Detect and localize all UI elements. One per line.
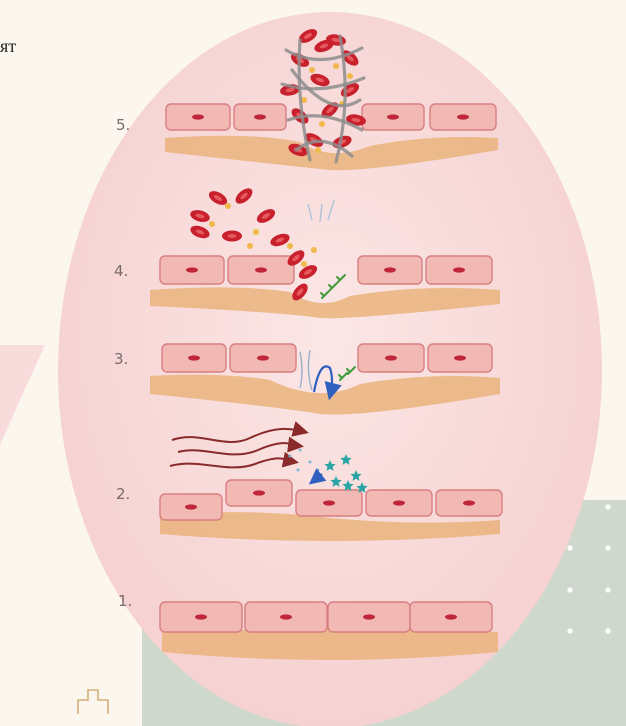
signal-dot <box>317 469 320 472</box>
platelet <box>309 67 315 73</box>
cell-nucleus <box>457 114 469 119</box>
platelet <box>311 247 317 253</box>
platelet <box>247 243 253 249</box>
platelet <box>287 243 293 249</box>
signal-dot <box>309 461 312 464</box>
left-pink-shape <box>0 345 45 445</box>
cell-nucleus <box>186 267 198 272</box>
platelet <box>301 261 307 267</box>
cell-nucleus <box>393 500 405 505</box>
signal-dot <box>289 455 292 458</box>
platelet <box>209 221 215 227</box>
cell-nucleus <box>280 614 292 619</box>
platelet <box>333 63 339 69</box>
platelet <box>315 147 321 153</box>
cell-nucleus <box>192 114 204 119</box>
signal-dot <box>297 469 300 472</box>
platelet <box>225 203 231 209</box>
cross-outline-icon <box>78 690 108 714</box>
cell-nucleus <box>255 267 267 272</box>
signal-dot <box>299 449 302 452</box>
tissue-layer <box>162 629 498 660</box>
cell-nucleus <box>385 355 397 360</box>
cell-nucleus <box>363 614 375 619</box>
cell-nucleus <box>323 500 335 505</box>
stage-label-1: 1. <box>118 592 132 610</box>
cell-nucleus <box>454 355 466 360</box>
cell-nucleus <box>463 500 475 505</box>
red-blood-cell-highlight <box>228 234 237 238</box>
platelet <box>347 73 353 79</box>
stage-1 <box>160 602 498 660</box>
cell-nucleus <box>384 267 396 272</box>
stage-label-5: 5. <box>116 116 130 134</box>
cell-nucleus <box>445 614 457 619</box>
cell-nucleus <box>185 504 197 509</box>
platelet <box>253 229 259 235</box>
cell-nucleus <box>387 114 399 119</box>
cell-nucleus <box>253 490 265 495</box>
platelet <box>319 121 325 127</box>
cell-nucleus <box>453 267 465 272</box>
stage-label-4: 4. <box>114 262 128 280</box>
stage-label-2: 2. <box>116 485 130 503</box>
cell-nucleus <box>257 355 269 360</box>
cell-nucleus <box>188 355 200 360</box>
stage-label-3: 3. <box>114 350 128 368</box>
cell-nucleus <box>195 614 207 619</box>
cell-nucleus <box>254 114 266 119</box>
